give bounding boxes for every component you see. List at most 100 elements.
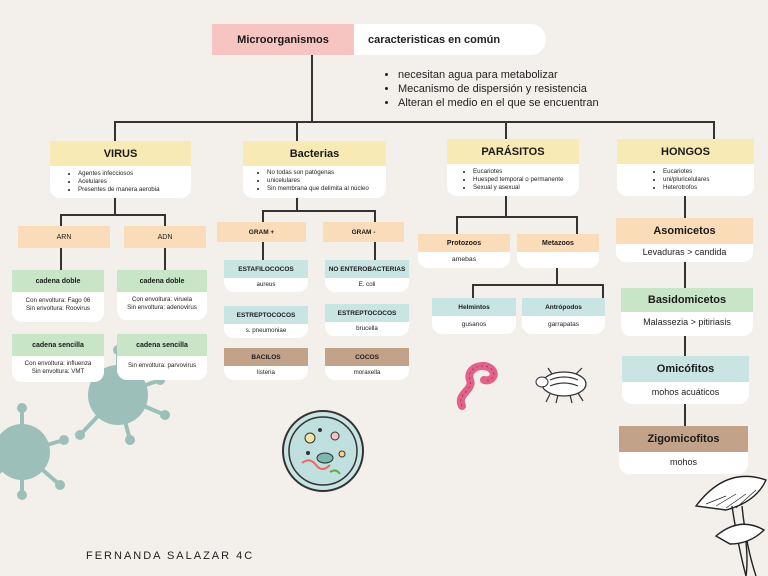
bacterias-card: No todas son patógenas unicelulares Sin …	[243, 166, 386, 198]
hongos-bullet: Eucariotes	[663, 168, 754, 176]
bacteria-group-card: E. coli	[325, 278, 409, 292]
bacteria-group-card: listeria	[224, 366, 308, 380]
connector-line	[556, 268, 558, 284]
bacteria-group-card: moraxella	[325, 366, 409, 380]
subtitle: caracteristicas en común	[354, 24, 546, 55]
fungi-group-header: Zigomicofitos	[619, 426, 748, 452]
connector-line	[262, 210, 264, 222]
artropodos-card: garrapatas	[522, 316, 605, 334]
mushroom-icon	[694, 475, 767, 576]
connector-line	[311, 55, 313, 121]
arn-header: ARN	[18, 226, 110, 248]
bacteria-group-header: ESTREPTOCOCOS	[224, 306, 308, 324]
common-trait: necesitan agua para metabolizar	[398, 68, 599, 82]
fungi-group-header: Asomicetos	[616, 218, 753, 244]
page-title: Microorganismos	[212, 24, 354, 55]
bacteria-group-header: ESTAFILOCOCOS	[224, 260, 308, 278]
connector-line	[114, 121, 714, 123]
fungi-group-header: Basidomicetos	[621, 288, 753, 312]
connector-line	[60, 248, 62, 270]
bacterias-bullet: unicelulares	[267, 177, 386, 185]
card-line: Sin envoltura: adenovirus	[127, 304, 197, 311]
connector-line	[262, 242, 264, 260]
protozoos-header: Protozoos	[418, 234, 510, 252]
worm-icon	[456, 361, 498, 410]
bacteria-example: aureus	[256, 281, 276, 288]
bacteria-example: moraxella	[353, 369, 381, 376]
bacteria-example: s. pneumoniae	[245, 327, 287, 334]
virus-header: VIRUS	[50, 141, 191, 166]
connector-line	[505, 121, 507, 141]
metazoos-header: Metazoos	[517, 234, 599, 252]
helmintos-header: Helmintos	[432, 298, 516, 316]
mite-icon	[535, 367, 587, 404]
virus-bullet: Presentes de manera aerobia	[78, 186, 191, 194]
connector-line	[456, 216, 576, 218]
connector-line	[164, 214, 166, 226]
connector-line	[713, 121, 715, 141]
arn-sencilla-card: Con envoltura: influenza Sin envoltura: …	[12, 356, 104, 382]
connector-line	[576, 216, 578, 234]
adn-doble-card: Con envoltura: viruela Sin envoltura: ad…	[117, 292, 207, 320]
gram-pos-header: GRAM +	[217, 222, 306, 242]
connector-line	[684, 336, 686, 356]
parasitos-bullet: Eucariotes	[473, 168, 579, 176]
hongos-header: HONGOS	[617, 139, 754, 164]
connector-line	[296, 121, 298, 143]
fungi-example: Levaduras > candida	[642, 247, 727, 257]
connector-line	[472, 284, 602, 286]
adn-sencilla-header: cadena sencilla	[117, 334, 207, 356]
connector-line	[684, 404, 686, 426]
bacteria-example: E. coli	[358, 281, 376, 288]
connector-line	[296, 198, 298, 210]
metazoos-card	[517, 252, 599, 268]
card-line: Con envoltura: viruela	[131, 296, 193, 303]
connector-line	[602, 284, 604, 298]
petri-dish-icon	[282, 410, 364, 492]
connector-line	[374, 242, 376, 260]
helmintos-example: gusanos	[461, 321, 487, 328]
bacteria-group-header: COCOS	[325, 348, 409, 366]
bacteria-example: brucella	[356, 325, 378, 332]
connector-line	[60, 214, 62, 226]
fungi-group-card: Levaduras > candida	[616, 244, 753, 262]
fungi-group-card: mohos acuáticos	[622, 382, 749, 404]
bacteria-group-card: s. pneumoniae	[224, 324, 308, 338]
fungi-group-card: mohos	[619, 452, 748, 474]
bacterias-header: Bacterias	[243, 141, 386, 166]
virus-icon	[0, 345, 170, 500]
connector-line	[505, 196, 507, 216]
connector-line	[114, 121, 116, 143]
connector-line	[60, 214, 164, 216]
card-line: Sin envoltura: Roovirus	[26, 305, 90, 312]
fungi-example: mohos acuáticos	[651, 387, 720, 397]
arn-sencilla-header: cadena sencilla	[12, 334, 104, 356]
parasitos-header: PARÁSITOS	[447, 139, 579, 164]
artropodos-header: Antrópodos	[522, 298, 605, 316]
card-line: Sin envoltura: VMT	[31, 368, 85, 375]
bacteria-group-card: aureus	[224, 278, 308, 292]
hongos-bullet: uni/pluricelulares	[663, 176, 754, 184]
connector-line	[374, 210, 376, 222]
common-traits-list: necesitan agua para metabolizar Mecanism…	[398, 68, 599, 110]
artropodos-example: garrapatas	[547, 321, 580, 328]
adn-header: ADN	[124, 226, 206, 248]
gram-neg-header: GRAM -	[323, 222, 404, 242]
card-line: Con envoltura: Fago 06	[25, 297, 91, 304]
common-trait: Mecanismo de dispersión y resistencia	[398, 82, 599, 96]
protozoos-card: amebas	[418, 252, 510, 268]
bacteria-group-header: ESTREPTOCOCOS	[325, 304, 409, 322]
fungi-group-header: Omicófitos	[622, 356, 749, 382]
bacteria-group-header: BACILOS	[224, 348, 308, 366]
fungi-group-card: Malassezia > pitiriasis	[621, 312, 753, 336]
card-line: Con envoltura: influenza	[24, 360, 92, 367]
card-line: Sin envoltura: parvovirus	[127, 362, 197, 369]
hongos-bullet: Heterotrofos	[663, 184, 754, 192]
hongos-card: Eucariotes uni/pluricelulares Heterotrof…	[617, 164, 754, 196]
parasitos-bullet: Sexual y asexual	[473, 184, 579, 192]
parasitos-card: Eucariotes Huesped temporal o permanente…	[447, 164, 579, 196]
parasitos-bullet: Huesped temporal o permanente	[473, 176, 579, 184]
connector-line	[114, 198, 116, 214]
bacteria-group-header: NO ENTEROBACTERIAS	[325, 260, 409, 278]
